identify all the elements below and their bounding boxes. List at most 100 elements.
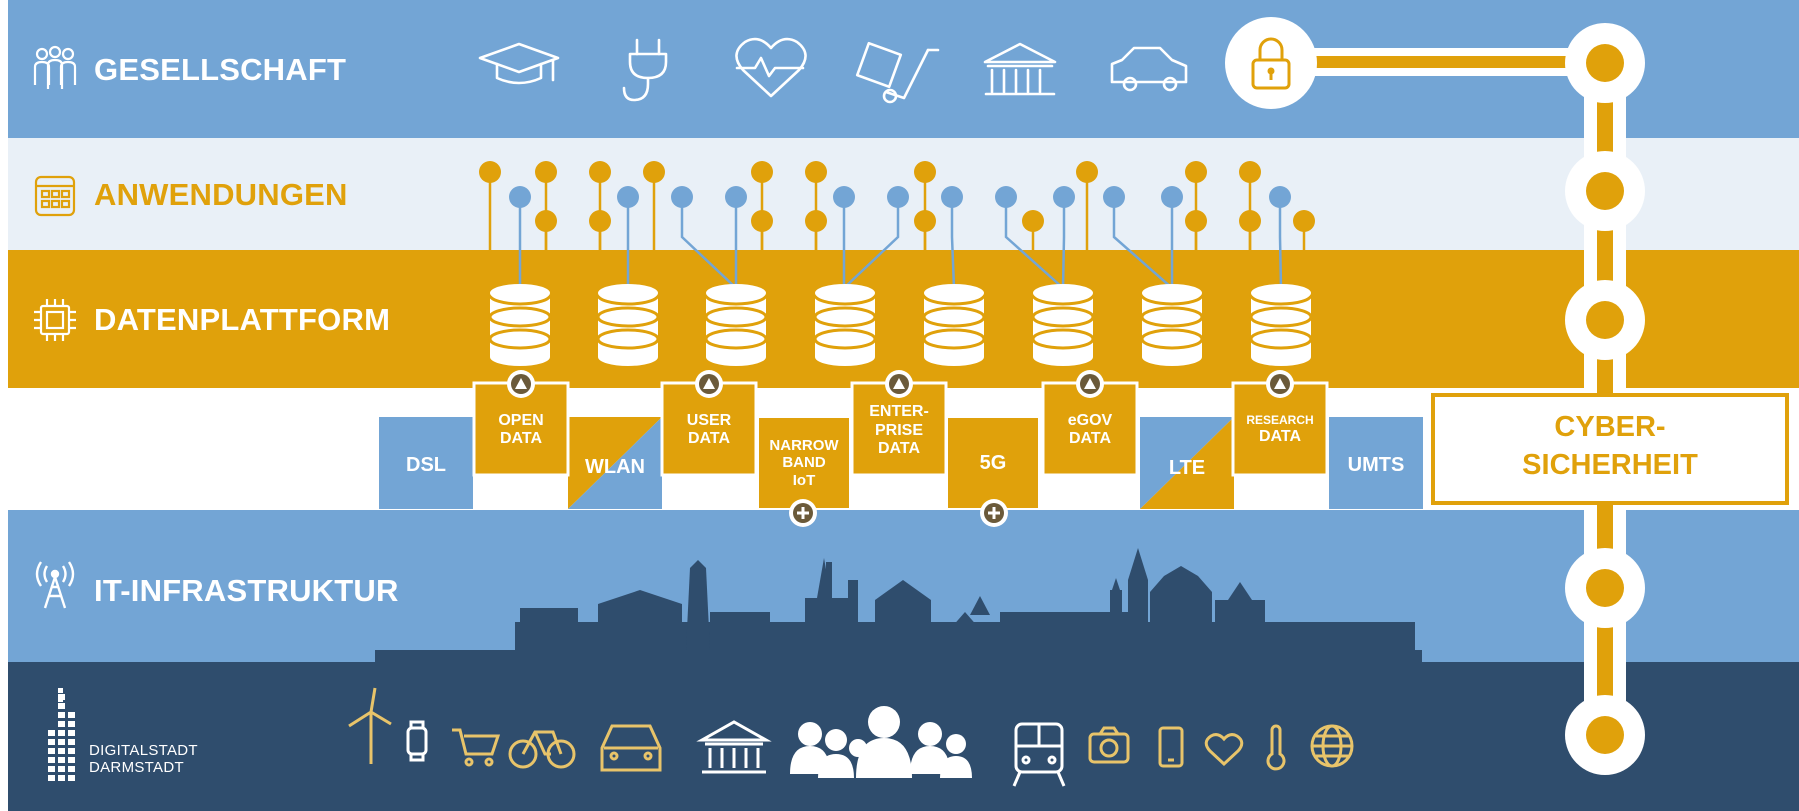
train-icon [1012, 722, 1066, 787]
data-box-enterprise [850, 381, 948, 477]
app-node-gold [589, 210, 611, 232]
device-icons [348, 687, 1354, 787]
app-node-gold [1239, 161, 1261, 183]
lock-icon [1225, 17, 1317, 109]
app-node-gold [914, 210, 936, 232]
cyber-node [1565, 23, 1645, 103]
digitalstadt-logo [48, 688, 75, 781]
app-node-blue [1269, 186, 1291, 208]
network-block-narrowband [759, 418, 849, 508]
app-node-blue [887, 186, 909, 208]
app-node-gold [751, 161, 773, 183]
datenplattform-band [8, 250, 1799, 388]
app-node-gold [805, 161, 827, 183]
network-block-dsl [379, 417, 473, 509]
app-node-gold [1185, 161, 1207, 183]
museum-icon [696, 720, 772, 774]
network-block-wlan-blue [568, 417, 662, 509]
cyber-security-label: CYBER-SICHERHEIT [1522, 411, 1698, 481]
app-node-blue [725, 186, 747, 208]
database-icon [813, 284, 877, 366]
app-node-gold [535, 210, 557, 232]
data-box-egov [1041, 381, 1139, 477]
antenna-icon [35, 561, 75, 609]
data-box-research [1231, 381, 1329, 477]
city-skyline [375, 548, 1422, 664]
app-node-blue [1103, 186, 1125, 208]
plus-markers [789, 499, 1008, 527]
app-node-blue [1161, 186, 1183, 208]
app-node-gold [589, 161, 611, 183]
graduation-cap-icon [478, 42, 560, 85]
network-label-lte: LTE [1168, 456, 1206, 479]
layer-label-datenplattform: DATENPLATTFORM [94, 302, 391, 337]
cyber-node [1565, 695, 1645, 775]
network-label-umts: UMTS [1347, 453, 1405, 476]
app-node-gold [1076, 161, 1098, 183]
app-node-blue [509, 186, 531, 208]
layer-label-infrastruktur: IT-INFRASTRUKTUR [94, 573, 399, 608]
app-node-blue [833, 186, 855, 208]
layer-label-anwendungen: ANWENDUNGEN [94, 177, 348, 212]
app-node-gold [1293, 210, 1315, 232]
car-icon [600, 724, 662, 772]
cyber-node [1565, 548, 1645, 628]
upload-marker [1266, 370, 1294, 398]
database-icon [704, 284, 768, 366]
hand-truck-icon [855, 41, 940, 104]
app-node-gold [643, 161, 665, 183]
upload-markers [507, 370, 1294, 398]
cyber-nodes [1565, 23, 1645, 775]
people-icon [790, 706, 972, 778]
network-label-dsl: DSL [406, 453, 446, 476]
network-label-wlan: WLAN [585, 455, 645, 478]
smartwatch-icon [406, 720, 428, 762]
device-band [8, 662, 1799, 811]
data-box-open [472, 381, 570, 477]
chip-icon [34, 299, 76, 341]
application-connectors [479, 161, 1315, 289]
app-node-gold [1239, 210, 1261, 232]
cyber-node [1565, 151, 1645, 231]
cyber-security-box [1431, 393, 1789, 505]
calendar-grid-icon [34, 175, 76, 217]
upload-marker [695, 370, 723, 398]
heart-icon [1204, 733, 1244, 767]
upload-marker [1076, 370, 1104, 398]
plus-marker-5g [980, 499, 1008, 527]
upload-marker [885, 370, 913, 398]
app-node-gold [751, 210, 773, 232]
network-block-lte-gold [1140, 417, 1234, 509]
database-icon [1140, 284, 1204, 366]
app-node-gold [535, 161, 557, 183]
people-group-icon [33, 45, 77, 89]
app-node-gold [805, 210, 827, 232]
app-node-gold [479, 161, 501, 183]
app-node-gold [914, 161, 936, 183]
database-icon [488, 284, 552, 366]
museum-icon [983, 42, 1057, 96]
network-label-5g: 5G [979, 451, 1007, 474]
database-icon [596, 284, 660, 366]
network-block-5g [948, 418, 1038, 508]
plug-icon [622, 38, 668, 102]
app-node-gold [1022, 210, 1044, 232]
bicycle-icon [508, 730, 576, 769]
camera-icon [1088, 726, 1130, 764]
network-blocks [379, 381, 1423, 509]
thermometer-icon [1266, 724, 1286, 771]
globe-icon [1310, 724, 1354, 768]
network-block-umts [1329, 417, 1423, 509]
layer-label-gesellschaft: GESELLSCHAFT [94, 52, 347, 87]
app-node-blue [1053, 186, 1075, 208]
app-node-blue [671, 186, 693, 208]
app-node-gold [1185, 210, 1207, 232]
database-icon [1031, 284, 1095, 366]
